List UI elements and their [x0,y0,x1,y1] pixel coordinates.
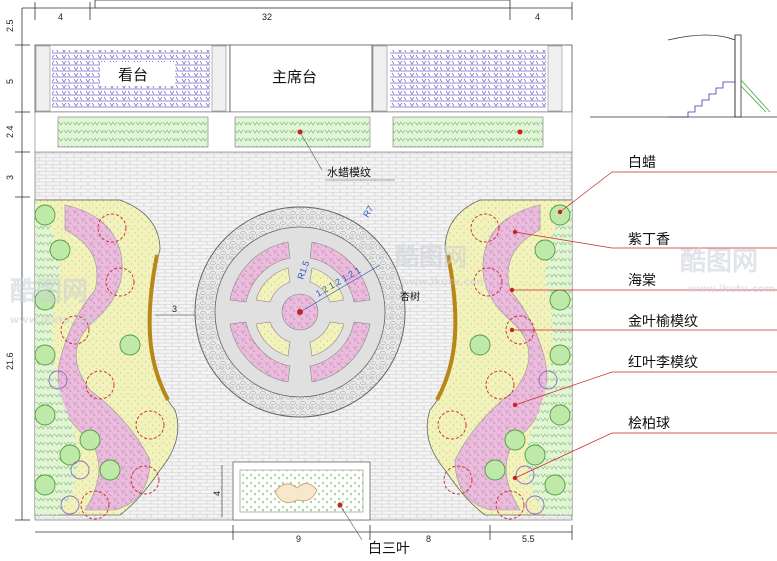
watermark-url-center: www.ikutu.com [400,277,487,288]
dim-left-1: 2.5 [5,19,15,32]
red-tree-symbol [437,410,467,440]
red-tree-symbol [495,490,525,520]
legend-crabapple: 海棠 [628,273,656,289]
purple-tree-symbol [515,465,535,485]
dim-top-left: 4 [58,12,63,22]
right-planting-bed [426,199,573,516]
apricot-label: 杏树 [400,290,420,303]
legend-leaders [509,171,777,481]
green-tree-symbol [99,459,121,481]
red-tree-symbol [485,370,515,400]
main-stand-label: 主席台 [272,68,317,86]
stand-elevation-inset [590,34,777,118]
green-tree-symbol [484,459,506,481]
dim-garden-gap: 3 [172,304,177,314]
ash-pattern-label: 水蜡模纹 [327,165,371,179]
stand-left [34,44,231,113]
red-tree-symbol [473,267,503,297]
red-tree-symbol [60,315,90,345]
stand-right [371,44,573,113]
watermark-logo-right: 酷图网 [680,247,758,277]
red-tree-symbol [85,370,115,400]
red-tree-symbol [470,213,500,243]
legend-lilac: 紫丁香 [628,232,670,248]
stand-label: 看台 [118,66,148,84]
green-tree-symbol [119,334,141,356]
green-tree-symbol [549,344,571,366]
legend-ash: 白蜡 [628,155,656,171]
red-tree-symbol [80,490,110,520]
dim-left-4: 3 [5,175,15,180]
purple-tree-symbol [70,460,90,480]
green-tree-symbol [79,429,101,451]
green-tree-symbol [504,429,526,451]
tree-symbols [34,204,571,520]
dim-clover-height: 4 [212,491,222,496]
red-tree-symbol [135,410,165,440]
top-building-outline [94,0,511,9]
watermark-logo-left: 酷图网 [10,277,88,307]
green-tree-symbol [34,344,56,366]
dim-top-center: 32 [262,12,272,22]
green-tree-symbol [49,239,71,261]
green-tree-symbol [34,204,56,226]
red-tree-symbol [105,267,135,297]
clover-bed [232,461,371,521]
dim-left-3: 2.4 [5,125,15,138]
red-tree-symbol [443,465,473,495]
green-tree-symbol [544,474,566,496]
dim-bottom-3: 5.5 [522,534,535,544]
purple-tree-symbol [48,370,68,390]
main-stand [229,44,373,113]
dim-left-2: 5 [5,79,15,84]
green-tree-symbol [469,334,491,356]
dim-bottom-1: 9 [296,534,301,544]
red-tree-symbol [97,213,127,243]
green-tree-symbol [549,204,571,226]
watermark-url-right: www.ikutu.com [688,284,775,295]
green-tree-symbol [534,239,556,261]
dim-left-5: 21.6 [5,352,15,370]
purple-tree-symbol [60,495,80,515]
green-tree-symbol [34,474,56,496]
green-tree-symbol [524,444,546,466]
dim-top-right: 4 [535,12,540,22]
green-tree-symbol [549,289,571,311]
radius-r7: R7 [361,204,375,219]
legend-purple-plum: 红叶李模纹 [628,355,698,371]
legend-juniper: 桧柏球 [628,416,670,432]
dim-bottom-2: 8 [426,534,431,544]
green-tree-symbol [34,404,56,426]
green-tree-symbol [34,289,56,311]
legend-golden-elm: 金叶榆模纹 [628,314,698,330]
hedge-strips [34,111,573,153]
watermark-logo-center: 酷图网 [395,243,467,271]
green-tree-symbol [549,404,571,426]
purple-tree-symbol [525,495,545,515]
watermark-url-left: www.ikutu.com [10,315,97,326]
clover-label: 白三叶 [368,541,410,557]
purple-tree-symbol [538,370,558,390]
central-circle-plaza [194,206,406,418]
red-tree-symbol [130,465,160,495]
green-tree-symbol [59,444,81,466]
